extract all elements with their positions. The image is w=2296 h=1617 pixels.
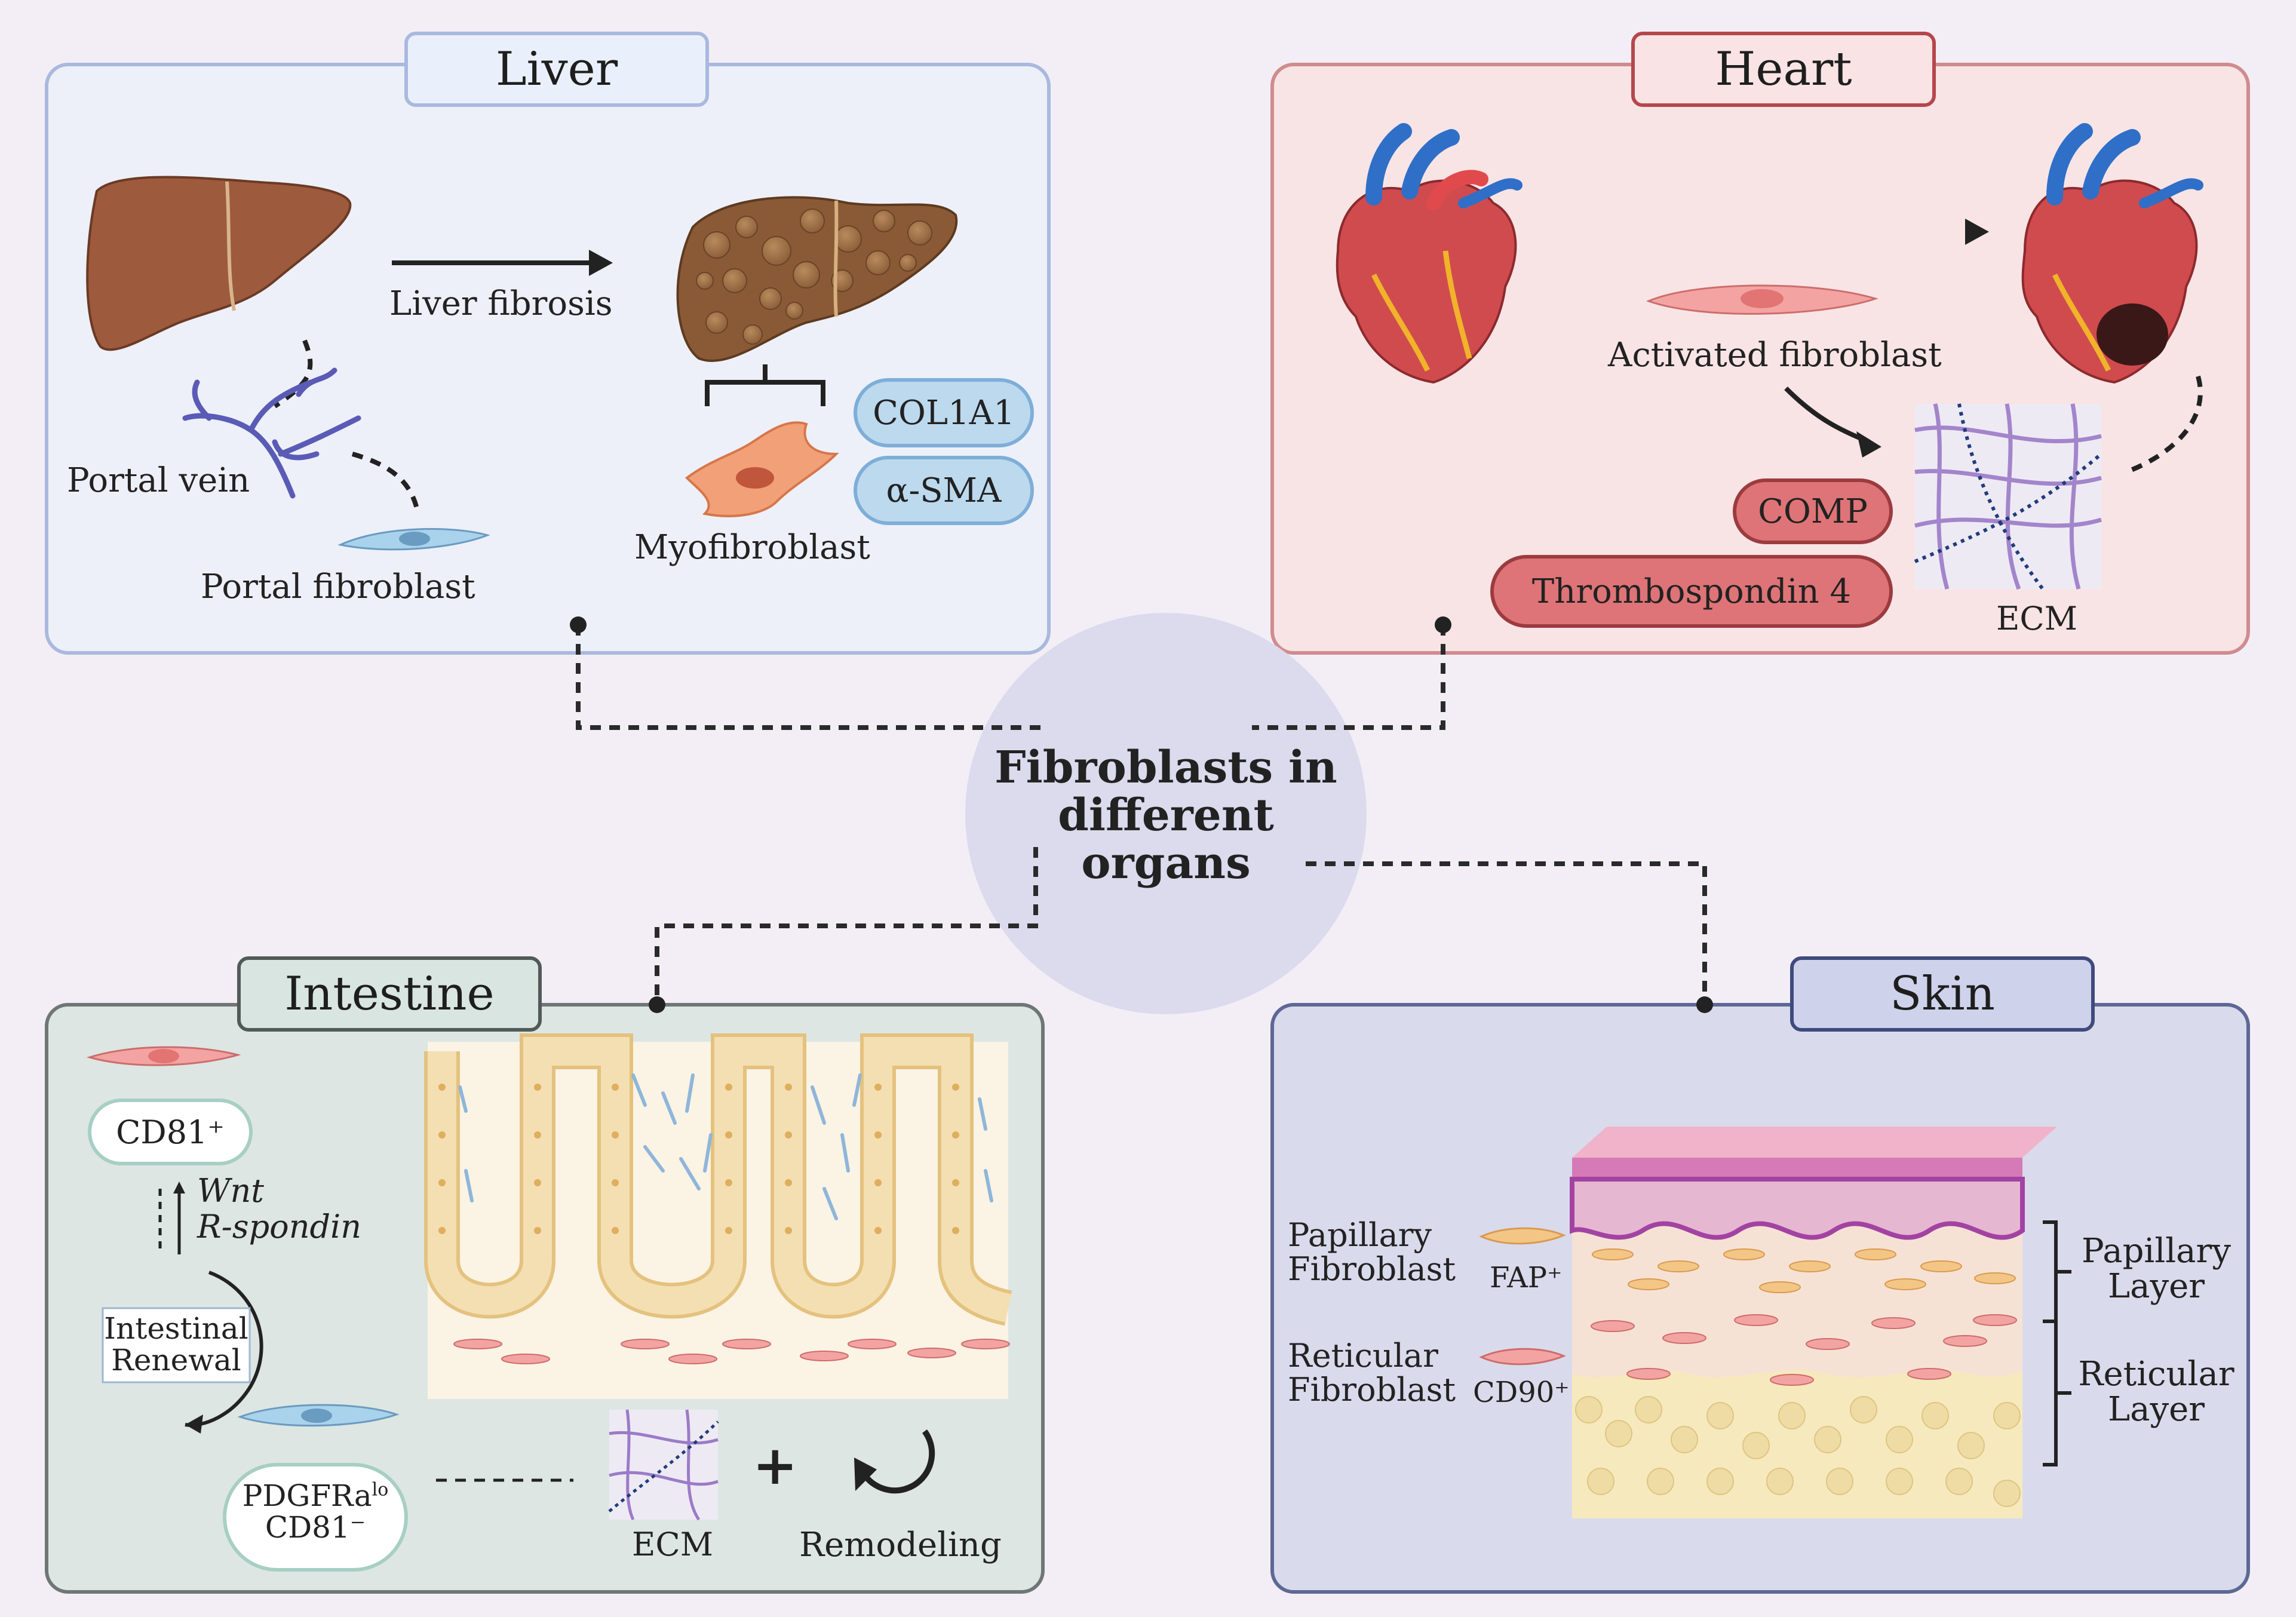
skin-layer-brackets bbox=[2043, 1220, 2071, 1466]
heart-title: Heart bbox=[1715, 42, 1852, 96]
heart-title-tab bbox=[1631, 32, 1936, 107]
papillary-layer-line-1: Papillary bbox=[2082, 1232, 2231, 1271]
cd81-pos-label: CD81⁺ bbox=[116, 1113, 225, 1151]
heart-ecm-icon bbox=[1914, 403, 2102, 590]
liver-panel bbox=[45, 63, 1051, 655]
rspondin-label: R-spondin bbox=[197, 1208, 362, 1245]
renewal-line-2: Renewal bbox=[111, 1342, 241, 1377]
liver-title: Liver bbox=[495, 42, 618, 96]
connector-dots bbox=[570, 616, 1713, 1013]
marker-asma bbox=[854, 456, 1034, 525]
pdgfra-fibroblast-icon bbox=[237, 1404, 400, 1427]
reticular-layer-line-1: Reticular bbox=[2078, 1355, 2234, 1394]
intestinal-renewal-label: Intestinal Renewal bbox=[103, 1313, 250, 1376]
liver-fibrosis-arrow bbox=[392, 250, 613, 276]
healthy-liver-icon bbox=[86, 176, 352, 351]
center-label: Fibroblasts in different organs bbox=[987, 744, 1345, 888]
cd90-label: CD90⁺ bbox=[1473, 1376, 1570, 1409]
center-line-2: different bbox=[1058, 789, 1274, 841]
activation-arrow bbox=[1542, 219, 1989, 245]
liver-title-tab bbox=[404, 32, 709, 107]
portal-fibroblast-label: Portal fibroblast bbox=[201, 567, 475, 606]
center-line-1: Fibroblasts in bbox=[994, 742, 1337, 793]
portal-vein-label: Portal vein bbox=[67, 461, 250, 500]
reticular-fib-line-2: Fibroblast bbox=[1288, 1370, 1456, 1409]
reticular-fibroblast-label: Reticular Fibroblast bbox=[1288, 1339, 1456, 1407]
cd81-pos-box bbox=[88, 1099, 253, 1165]
renewal-line-1: Intestinal bbox=[104, 1311, 248, 1346]
heart-ecm-label: ECM bbox=[1996, 600, 2078, 637]
center-circle bbox=[965, 613, 1367, 1014]
marker-col1a1-label: COL1A1 bbox=[873, 393, 1015, 432]
cd81-fibroblast-icon bbox=[86, 1046, 241, 1066]
papillary-layer-label: Papillary Layer bbox=[2073, 1234, 2240, 1305]
skin-title: Skin bbox=[1890, 967, 1995, 1021]
portal-vein-icon bbox=[182, 367, 361, 499]
activated-fibroblast-icon bbox=[1646, 284, 1878, 315]
marker-thrombospondin bbox=[1490, 555, 1893, 628]
fap-fibroblast-icon bbox=[1479, 1227, 1566, 1245]
papillary-fibroblast-label: Papillary Fibroblast bbox=[1288, 1216, 1456, 1288]
reticular-layer-line-2: Layer bbox=[2107, 1389, 2205, 1429]
fap-label: FAP⁺ bbox=[1490, 1261, 1563, 1294]
portal-fibroblast-icon bbox=[337, 528, 490, 551]
myofibroblast-bracket bbox=[705, 364, 825, 406]
intestine-ecm-label: ECM bbox=[632, 1526, 714, 1563]
papillary-layer-line-2: Layer bbox=[2107, 1266, 2205, 1306]
wnt-arrows bbox=[158, 1189, 181, 1254]
center-line-3: organs bbox=[1081, 837, 1251, 889]
marker-thrombospondin-label: Thrombospondin 4 bbox=[1531, 572, 1852, 611]
renewal-cycle-arrow bbox=[185, 1271, 263, 1427]
pdgfra-superscript: lo bbox=[372, 1479, 389, 1501]
diseased-heart-icon bbox=[2021, 123, 2203, 384]
intestine-title: Intestine bbox=[284, 967, 495, 1021]
intestine-title-tab bbox=[237, 956, 542, 1032]
remodeling-icon bbox=[854, 1429, 935, 1494]
remodeling-label: Remodeling bbox=[799, 1526, 1002, 1564]
skin-section-icon bbox=[1570, 1127, 2057, 1518]
papillary-fib-line-2: Fibroblast bbox=[1288, 1250, 1456, 1288]
myofibroblast-icon bbox=[684, 421, 839, 517]
reticular-fib-line-1: Reticular bbox=[1288, 1337, 1438, 1374]
cd90-fibroblast-icon bbox=[1479, 1348, 1566, 1366]
fibrotic-liver-icon bbox=[676, 196, 958, 363]
myofibroblast-label: Myofibroblast bbox=[634, 528, 870, 567]
marker-comp bbox=[1733, 478, 1893, 544]
marker-asma-label: α-SMA bbox=[886, 471, 1002, 510]
reticular-layer-label: Reticular Layer bbox=[2073, 1357, 2240, 1428]
marker-col1a1 bbox=[854, 378, 1034, 447]
healthy-heart-icon bbox=[1336, 123, 1523, 384]
pdgfra-line-1: PDGFRa bbox=[242, 1478, 372, 1513]
connector-lines bbox=[576, 625, 1707, 1005]
skin-title-tab bbox=[1790, 956, 2095, 1032]
pdgfra-label: PDGFRalo CD81⁻ bbox=[225, 1480, 406, 1543]
liver-fibrosis-label: Liver fibrosis bbox=[389, 284, 613, 323]
activated-fibroblast-label: Activated fibroblast bbox=[1608, 336, 1942, 375]
intestine-ecm-icon bbox=[608, 1409, 719, 1521]
pdgfra-line-2: CD81⁻ bbox=[265, 1509, 366, 1545]
marker-comp-label: COMP bbox=[1758, 492, 1868, 531]
crypt-villus-icon bbox=[424, 1033, 1012, 1399]
pdgfra-box bbox=[223, 1463, 408, 1572]
papillary-fib-line-1: Papillary bbox=[1288, 1216, 1432, 1254]
plus-sign: + bbox=[753, 1434, 798, 1497]
intestinal-renewal-box bbox=[102, 1307, 251, 1383]
wnt-label: Wnt bbox=[197, 1172, 264, 1210]
